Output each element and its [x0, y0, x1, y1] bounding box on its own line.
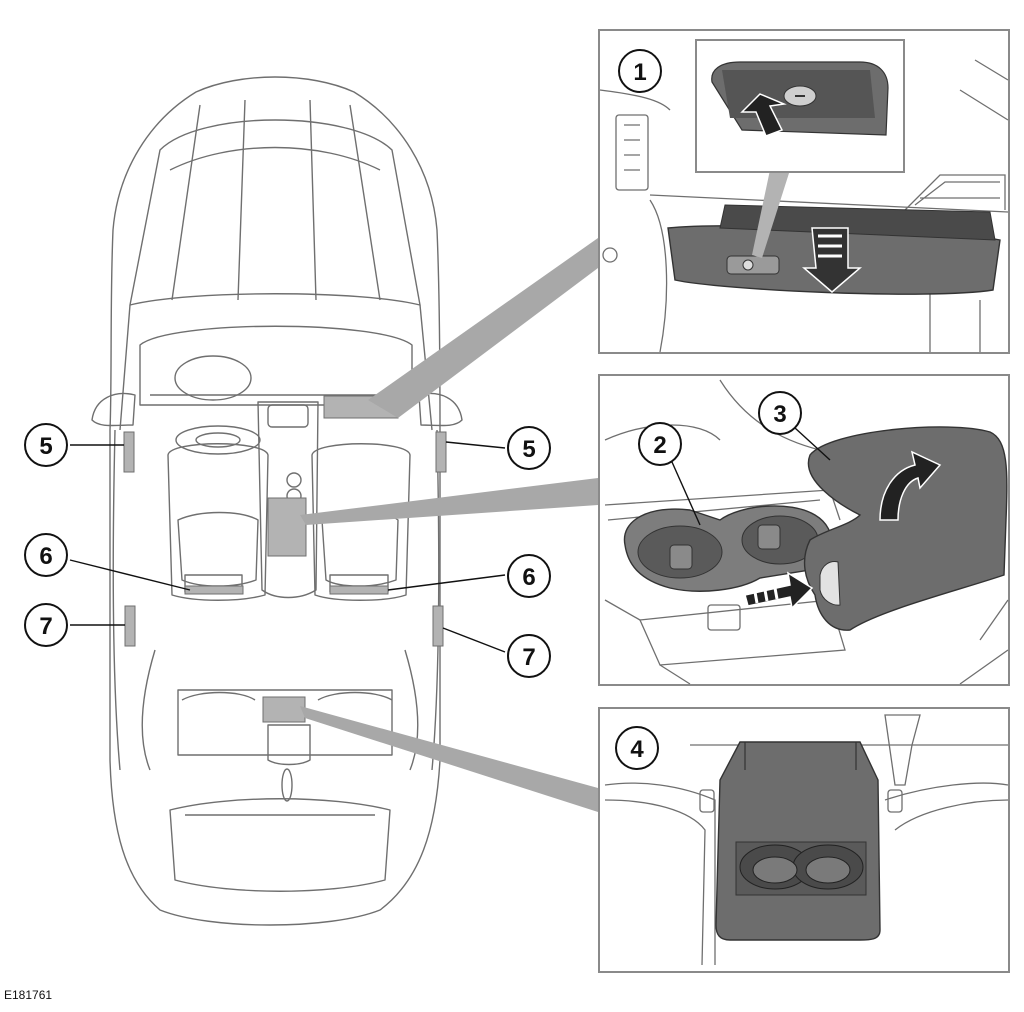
driver-seat — [167, 443, 269, 601]
leader-band-console — [300, 478, 598, 525]
open-down-arrow — [801, 227, 863, 293]
rear-right-door-pocket-marker — [432, 605, 444, 647]
console-box-marker — [267, 497, 307, 557]
callout-leaders — [69, 441, 506, 653]
leader-band-glovebox — [368, 238, 598, 418]
callout-3-label: 3 — [773, 401, 786, 428]
left-seatback-pocket-marker — [184, 585, 244, 595]
callout-7-left-label: 7 — [39, 613, 52, 640]
callout-6-left-label: 6 — [39, 543, 52, 570]
passenger-seat — [311, 443, 411, 601]
callout-6-right: 6 — [507, 554, 551, 598]
left-mirror — [91, 392, 136, 427]
push-button-arrow — [744, 571, 814, 610]
front-right-door-pocket-marker — [435, 431, 447, 473]
callout-5-right-label: 5 — [522, 436, 535, 463]
leader-band-rear-armrest — [300, 706, 598, 812]
figure-reference-code: E181761 — [4, 988, 53, 1002]
callout-6-left: 6 — [24, 533, 68, 577]
callout-1: 1 — [618, 49, 662, 93]
front-left-door-pocket-marker — [123, 431, 135, 473]
rear-armrest-body — [715, 741, 881, 941]
rear-deck — [169, 798, 391, 892]
callout-2-label: 2 — [653, 432, 666, 459]
rear-armrest-marker — [262, 696, 306, 723]
callout-3: 3 — [758, 391, 831, 461]
callout-1-label: 1 — [633, 59, 646, 86]
callout-5-left: 5 — [24, 423, 68, 467]
callout-5-right: 5 — [507, 426, 551, 470]
center-console — [257, 401, 319, 599]
car-windscreen — [129, 119, 421, 306]
panel-center-console — [598, 374, 1010, 686]
storage-markers — [123, 395, 447, 723]
car-dashboard — [139, 325, 413, 406]
press-latch-arrow — [740, 93, 787, 137]
leader-bands — [300, 238, 598, 812]
car-body-outline — [109, 76, 441, 926]
right-seatback-pocket-marker — [329, 585, 389, 595]
rear-seats — [177, 689, 393, 756]
rear-left-door-pocket-marker — [124, 605, 136, 647]
callout-4: 4 — [615, 726, 659, 770]
callout-7-left: 7 — [24, 603, 68, 647]
panel-rear-armrest — [598, 707, 1010, 973]
callout-7-right: 7 — [507, 634, 551, 678]
callout-6-right-label: 6 — [522, 564, 535, 591]
panel-glovebox — [598, 29, 1010, 354]
lift-lid-arrow — [879, 450, 942, 521]
callout-4-label: 4 — [630, 736, 644, 763]
steering-wheel — [174, 355, 252, 401]
console-armrest-lid — [803, 426, 1008, 631]
callout-2: 2 — [638, 422, 701, 526]
callout-5-left-label: 5 — [39, 433, 52, 460]
callout-7-right-label: 7 — [522, 644, 535, 671]
